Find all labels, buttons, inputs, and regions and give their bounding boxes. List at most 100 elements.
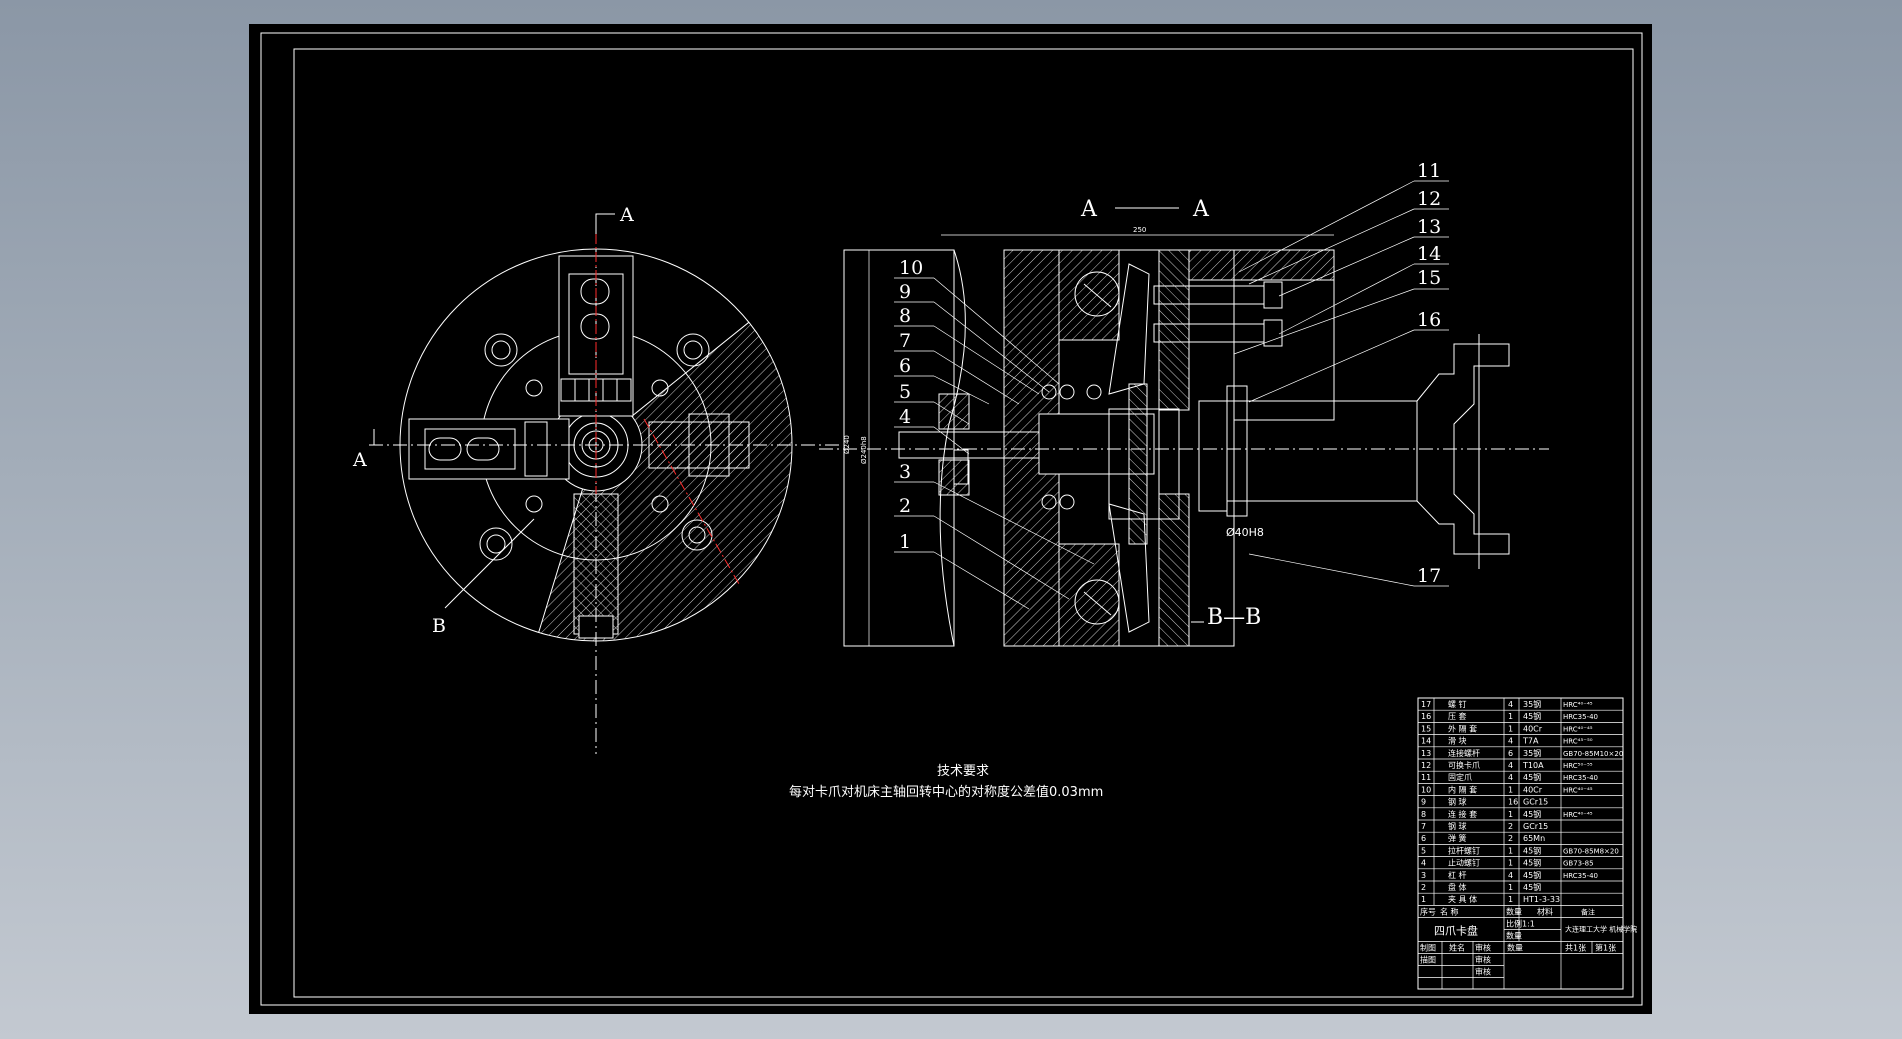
technical-requirements: 技术要求 每对卡爪对机床主轴回转中心的对称度公差值0.03mm: [789, 764, 1103, 800]
parts-row-no: 5: [1421, 846, 1426, 855]
title-sheet-total: 共1张: [1565, 943, 1586, 952]
part-number-8: 8: [899, 305, 911, 327]
dim-top-width: 250: [1133, 226, 1146, 234]
parts-row-qty: 1: [1508, 895, 1513, 904]
part-number-4: 4: [899, 406, 911, 428]
parts-row-material: 45钢: [1523, 809, 1541, 819]
parts-row-name: 钢 球: [1448, 797, 1467, 807]
section-a-left: A: [352, 449, 367, 471]
part-number-3: 3: [899, 461, 911, 483]
parts-header-no: 序号: [1420, 906, 1436, 916]
parts-row-qty: 4: [1508, 737, 1513, 746]
parts-row-qty: 4: [1508, 761, 1513, 770]
section-view: A A 250 Ø240h8 Ø240: [819, 160, 1549, 647]
parts-row-no: 4: [1421, 859, 1426, 868]
title-qty-label-2: 数量: [1507, 942, 1523, 952]
parts-row-material: 45钢: [1523, 870, 1541, 880]
part-number-10: 10: [899, 257, 923, 279]
title-rev: 审核: [1475, 966, 1491, 976]
parts-row-material: 45钢: [1523, 711, 1541, 721]
parts-row-no: 6: [1421, 834, 1426, 843]
parts-row-qty: 16: [1508, 798, 1518, 807]
parts-row-material: T10A: [1522, 761, 1544, 770]
parts-row-qty: 1: [1508, 883, 1513, 892]
parts-row-no: 7: [1421, 822, 1426, 831]
title-designer: 制图: [1420, 942, 1436, 952]
parts-row-note: GB70-85M8×20: [1563, 847, 1619, 855]
parts-row-material: 45钢: [1523, 845, 1541, 855]
parts-row-qty: 2: [1508, 834, 1513, 843]
parts-row-qty: 1: [1508, 846, 1513, 855]
svg-text:Ø240: Ø240: [843, 435, 851, 454]
parts-row-name: 钢 球: [1448, 821, 1467, 831]
part-number-6: 6: [899, 355, 911, 377]
parts-row-material: GCr15: [1523, 798, 1548, 807]
parts-row-qty: 1: [1508, 785, 1513, 794]
parts-row-name: 连 接 套: [1448, 809, 1477, 819]
title-drawn: 描图: [1420, 954, 1436, 964]
parts-row-qty: 1: [1508, 859, 1513, 868]
part-number-17: 17: [1417, 565, 1441, 587]
parts-row-name: 固定爪: [1448, 772, 1472, 782]
part-number-14: 14: [1417, 243, 1441, 265]
parts-row-name: 夹 具 体: [1448, 894, 1477, 904]
parts-row-name: 止动螺钉: [1448, 858, 1480, 868]
section-a-top: A: [619, 204, 634, 226]
title-drawing-name: 四爪卡盘: [1434, 923, 1478, 937]
part-number-12: 12: [1417, 188, 1441, 210]
parts-row-note: GB73-85: [1563, 860, 1594, 868]
title-scale: 1:1: [1522, 919, 1535, 928]
parts-row-note: HRC⁴⁰⁻⁴⁵: [1563, 701, 1593, 709]
tech-req-text: 每对卡爪对机床主轴回转中心的对称度公差值0.03mm: [789, 784, 1103, 800]
parts-row-material: T7A: [1522, 737, 1539, 746]
title-checker: 审核: [1475, 942, 1491, 952]
outer-border: [260, 32, 1643, 1006]
section-aa-left: A: [1080, 197, 1098, 222]
parts-row-name: 内 隔 套: [1448, 784, 1477, 794]
cad-drawing: A A B A A 250 Ø240h8 Ø240: [260, 32, 1643, 1006]
parts-row-name: 连接螺杆: [1448, 748, 1480, 758]
dim-bore-note: Ø40H8: [1226, 526, 1264, 539]
parts-row-material: 35钢: [1523, 748, 1541, 758]
part-number-16: 16: [1417, 309, 1441, 331]
parts-row-name: 拉杆螺钉: [1448, 845, 1480, 855]
parts-row-name: 杠 杆: [1448, 870, 1467, 880]
parts-row-name: 螺 钉: [1448, 699, 1467, 709]
parts-row-no: 16: [1421, 712, 1431, 721]
parts-header-name: 名 称: [1440, 906, 1459, 916]
parts-row-note: HRC⁴⁰⁻⁴⁵: [1563, 786, 1593, 794]
parts-row-no: 15: [1421, 724, 1431, 733]
parts-row-no: 12: [1421, 761, 1431, 770]
parts-row-qty: 4: [1508, 871, 1513, 880]
part-number-2: 2: [899, 495, 911, 517]
parts-row-note: HRC⁴⁵⁻⁵⁰: [1563, 738, 1593, 746]
parts-row-note: HRC⁴⁰⁻⁴⁵: [1563, 725, 1593, 733]
dim-left-dia: Ø240h8: [860, 436, 868, 464]
parts-row-qty: 4: [1508, 773, 1513, 782]
end-view: A A B: [352, 204, 839, 754]
parts-row-material: GCr15: [1523, 822, 1548, 831]
parts-header-note: 备注: [1581, 907, 1595, 916]
part-number-13: 13: [1417, 216, 1441, 238]
parts-row-name: 外 隔 套: [1448, 723, 1477, 733]
parts-row-material: 40Cr: [1523, 785, 1543, 794]
parts-row-no: 14: [1421, 737, 1431, 746]
parts-row-note: GB70-85M10×20: [1563, 750, 1623, 758]
parts-row-material: 45钢: [1523, 882, 1541, 892]
parts-row-name: 可换卡爪: [1448, 760, 1480, 770]
part-number-7: 7: [899, 330, 911, 352]
parts-row-no: 13: [1421, 749, 1431, 758]
parts-row-material: 45钢: [1523, 772, 1541, 782]
section-aa-right: A: [1192, 197, 1210, 222]
parts-row-qty: 1: [1508, 712, 1513, 721]
parts-row-name: 弹 簧: [1448, 833, 1467, 843]
parts-row-no: 10: [1421, 785, 1431, 794]
parts-row-name: 滑 块: [1448, 736, 1467, 746]
title-name-label: 姓名: [1449, 942, 1465, 952]
parts-row-material: 45钢: [1523, 858, 1541, 868]
title-qty-label: 数量: [1506, 930, 1522, 940]
tech-req-title: 技术要求: [937, 764, 989, 779]
part-number-11: 11: [1417, 160, 1441, 182]
parts-row-material: 65Mn: [1523, 834, 1545, 843]
